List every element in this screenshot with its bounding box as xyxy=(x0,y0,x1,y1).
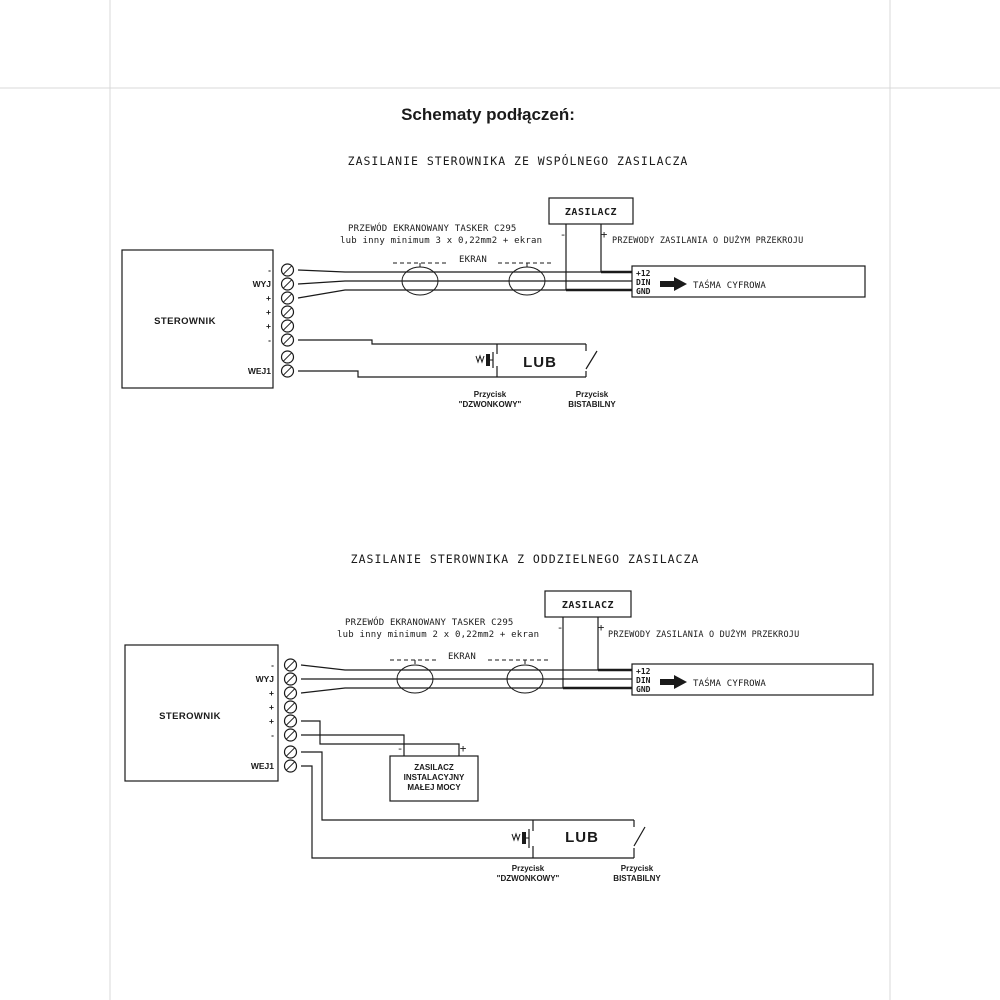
strip-label: TAŚMA CYFROWA xyxy=(693,279,766,291)
pushbutton-cap xyxy=(486,354,490,366)
svg-text:+: + xyxy=(269,716,274,726)
bell-button-label-1: Przycisk xyxy=(474,390,507,399)
pushbutton-spring-2 xyxy=(511,832,521,842)
aux-psu-plus-wire xyxy=(301,720,460,756)
bistable-button-label-2-2: BISTABILNY xyxy=(613,874,661,883)
svg-text:+: + xyxy=(266,293,271,303)
pushbutton-symbol xyxy=(475,344,498,377)
strip-label-2: TAŚMA CYFROWA xyxy=(693,677,766,689)
bistable-button-label-1-2: Przycisk xyxy=(621,864,654,873)
bistable-switch-symbol xyxy=(584,344,598,377)
terminal-screws-2 xyxy=(283,658,298,773)
strip-gnd-label: GND xyxy=(636,287,651,296)
button-wire-top-2 xyxy=(301,751,634,821)
aux-psu-line2: INSTALACYJNY xyxy=(404,773,465,782)
pushbutton-cap-2 xyxy=(522,832,526,844)
wire-plus12-2 xyxy=(300,664,632,671)
controller-box-2 xyxy=(124,644,279,782)
strip-plus12-label-2: +12 xyxy=(636,667,651,676)
shield-loop-right-2 xyxy=(506,664,544,694)
bistable-button-label-2: BISTABILNY xyxy=(568,400,616,409)
shield-label-2: EKRAN xyxy=(448,652,476,662)
svg-text:+: + xyxy=(266,321,271,331)
wire-plus12 xyxy=(297,269,632,273)
diagram1-header-box xyxy=(331,149,705,173)
arrow-right-icon-2 xyxy=(660,675,687,689)
psu-box-2 xyxy=(544,590,632,618)
aux-psu-line3: MAŁEJ MOCY xyxy=(407,783,461,792)
svg-text:WYJ: WYJ xyxy=(253,279,272,289)
bistable-switch-symbol-2 xyxy=(632,820,646,858)
svg-text:-: - xyxy=(268,265,271,275)
aux-psu-plus-label: + xyxy=(460,742,467,755)
controller-box xyxy=(121,249,274,389)
button-wire-bottom xyxy=(298,370,586,378)
power-wires-note-2: PRZEWODY ZASILANIA O DUŻYM PRZEKROJU xyxy=(608,629,799,640)
wire-din xyxy=(297,280,632,285)
arrow-right-icon xyxy=(660,277,687,291)
aux-psu-minus-wire xyxy=(301,734,405,756)
controller-label: STEROWNIK xyxy=(154,316,216,327)
pushbutton-symbol-2 xyxy=(511,820,534,858)
svg-text:WYJ: WYJ xyxy=(256,674,275,684)
page-title: Schematy podłączeń: xyxy=(401,105,575,124)
terminal-labels: - WYJ + + + - WEJ1 xyxy=(248,265,271,376)
pushbutton-spring xyxy=(475,354,485,364)
button-wire-top xyxy=(298,339,586,345)
svg-text:+: + xyxy=(269,702,274,712)
strip-plus12-label: +12 xyxy=(636,269,651,278)
terminal-labels-2: - WYJ + + + - WEJ1 xyxy=(251,660,274,771)
strip-din-label: DIN xyxy=(636,278,651,287)
bell-button-label-1-2: Przycisk xyxy=(512,864,545,873)
wire-gnd-2 xyxy=(300,687,632,694)
psu-label: ZASILACZ xyxy=(565,207,617,218)
or-label: LUB xyxy=(523,354,557,371)
svg-text:WEJ1: WEJ1 xyxy=(251,761,274,771)
psu-box xyxy=(548,197,634,225)
aux-psu-minus-label: - xyxy=(397,742,404,755)
cable-note-line2-2: lub inny minimum 2 x 0,22mm2 + ekran xyxy=(337,630,539,640)
or-label-2: LUB xyxy=(565,829,599,846)
bistable-button-label-1: Przycisk xyxy=(576,390,609,399)
psu-plus-label: + xyxy=(601,228,608,241)
psu-minus-label-2: - xyxy=(557,621,564,634)
diagram-separate-power-supply: ZASILANIE STEROWNIKA Z ODDZIELNEGO ZASIL… xyxy=(124,547,874,883)
diagram-common-power-supply: ZASILANIE STEROWNIKA ZE WSPÓLNEGO ZASILA… xyxy=(121,149,866,409)
svg-text:+: + xyxy=(269,688,274,698)
svg-text:+: + xyxy=(266,307,271,317)
svg-text:-: - xyxy=(271,660,274,670)
shield-label: EKRAN xyxy=(459,255,487,265)
svg-text:-: - xyxy=(271,730,274,740)
diagram2-header-box xyxy=(334,547,716,572)
psu-plus-label-2: + xyxy=(598,621,605,634)
cable-note-line2: lub inny minimum 3 x 0,22mm2 + ekran xyxy=(340,236,542,246)
bell-button-label-2-2: "DZWONKOWY" xyxy=(497,874,560,883)
diagram1-header: ZASILANIE STEROWNIKA ZE WSPÓLNEGO ZASILA… xyxy=(348,153,689,168)
bell-button-label-2: "DZWONKOWY" xyxy=(459,400,522,409)
button-wire-bottom-2 xyxy=(301,765,634,859)
terminal-screws xyxy=(280,263,295,378)
cable-note-line1-2: PRZEWÓD EKRANOWANY TASKER C295 xyxy=(345,616,514,628)
svg-text:-: - xyxy=(268,335,271,345)
aux-psu-box xyxy=(389,755,479,802)
strip-gnd-label-2: GND xyxy=(636,685,651,694)
aux-psu-line1: ZASILACZ xyxy=(414,763,454,772)
diagram2-header: ZASILANIE STEROWNIKA Z ODDZIELNEGO ZASIL… xyxy=(351,552,700,566)
shield-label-bg-2 xyxy=(438,650,486,662)
controller-label-2: STEROWNIK xyxy=(159,711,221,722)
wire-gnd xyxy=(297,289,632,299)
power-wires-note: PRZEWODY ZASILANIA O DUŻYM PRZEKROJU xyxy=(612,235,803,246)
psu-minus-label: - xyxy=(560,228,567,241)
strip-din-label-2: DIN xyxy=(636,676,651,685)
shield-loop-left-2 xyxy=(396,664,434,694)
psu-label-2: ZASILACZ xyxy=(562,600,614,611)
shield-label-bg xyxy=(449,253,497,265)
svg-text:WEJ1: WEJ1 xyxy=(248,366,271,376)
cable-note-line1: PRZEWÓD EKRANOWANY TASKER C295 xyxy=(348,222,517,234)
